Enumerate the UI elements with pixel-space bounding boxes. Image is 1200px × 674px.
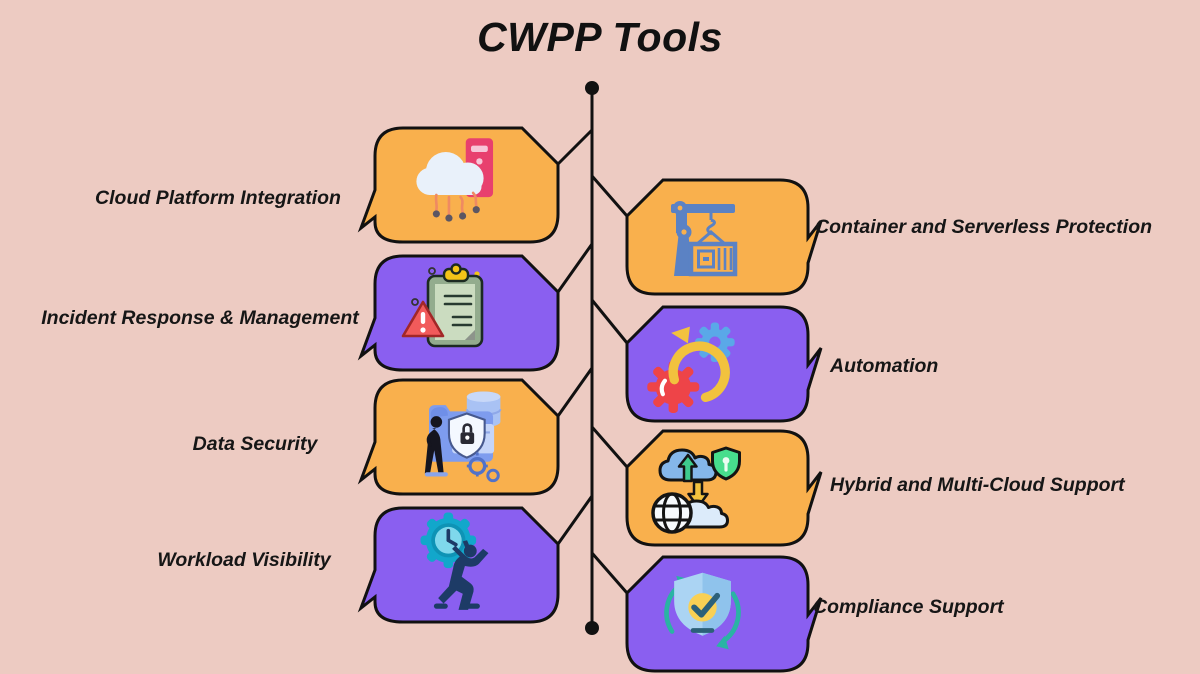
label-compliance-support: Compliance Support: [813, 596, 1004, 618]
container-crane-icon: [671, 201, 738, 277]
spine-top-dot-icon: [585, 81, 599, 95]
connector-automation: [590, 299, 629, 344]
spine-bottom-dot-icon: [585, 621, 599, 635]
label-incident-response-management: Incident Response & Management: [41, 307, 359, 329]
compliance-shield-icon: [664, 572, 741, 650]
connector-cloud-platform: [556, 128, 594, 166]
connector-container: [590, 175, 629, 217]
connector-hybrid: [590, 426, 629, 468]
connector-data-security: [556, 367, 594, 417]
cloud-server-icon: [416, 138, 494, 222]
label-workload-visibility: Workload Visibility: [157, 549, 331, 571]
connector-incident: [556, 243, 594, 293]
hybrid-cloud-icon: [651, 446, 741, 534]
node-box-container: [625, 178, 823, 296]
automation-gears-icon: [647, 322, 735, 413]
label-cloud-platform-integration: Cloud Platform Integration: [95, 187, 341, 209]
data-security-icon: [424, 391, 502, 483]
label-data-security: Data Security: [192, 433, 318, 455]
incident-clipboard-icon: [401, 263, 484, 348]
workload-visibility-icon: [420, 512, 489, 610]
label-hybrid-multi-cloud-support: Hybrid and Multi-Cloud Support: [830, 474, 1125, 496]
connector-workload: [556, 495, 594, 545]
page-title: CWPP Tools: [477, 14, 723, 60]
label-automation: Automation: [830, 355, 939, 377]
label-container-serverless-protection: Container and Serverless Protection: [815, 216, 1153, 238]
connector-compliance: [590, 552, 629, 594]
